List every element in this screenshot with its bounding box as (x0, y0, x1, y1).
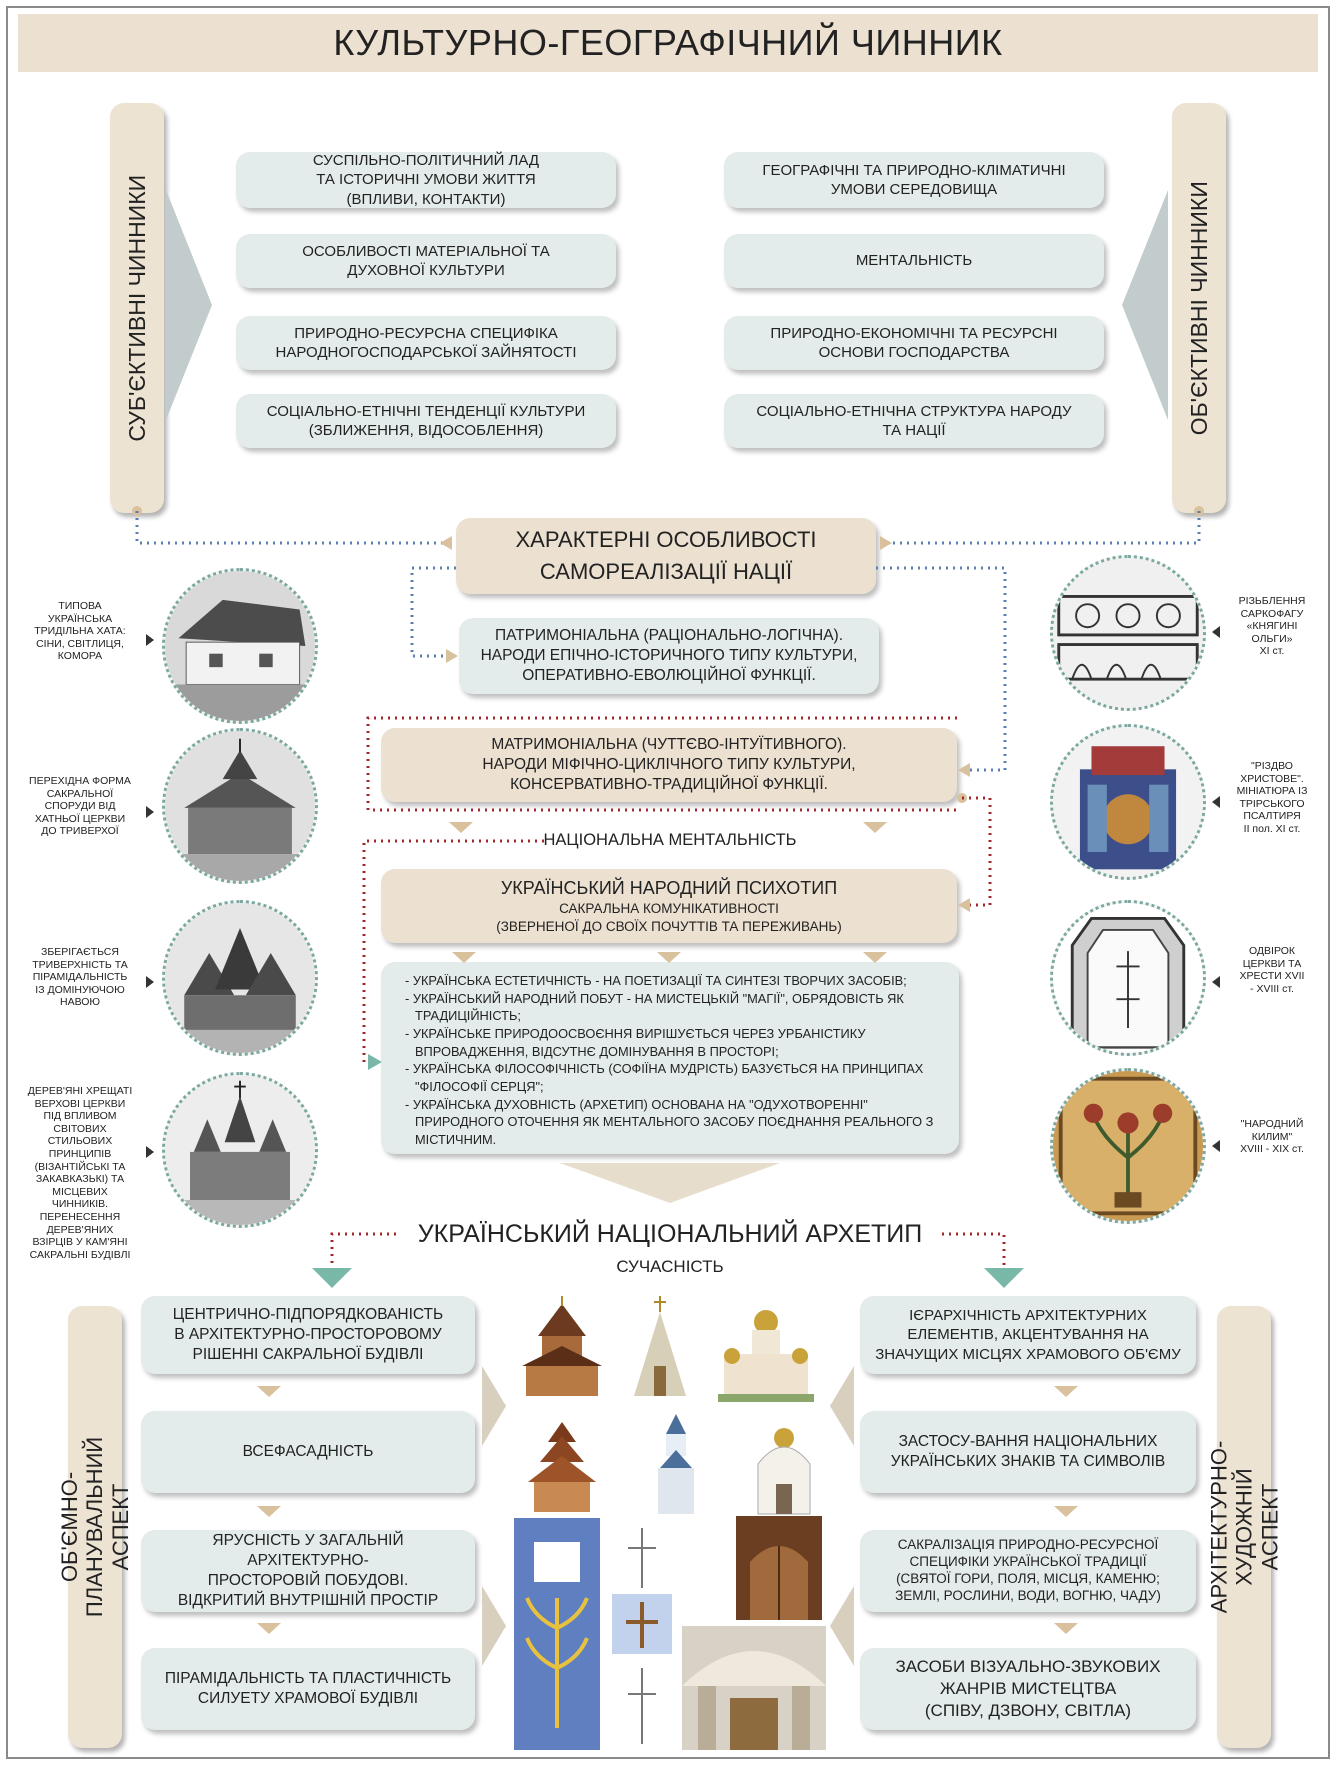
cross-church-image (162, 1072, 318, 1228)
white-chapel-photo (742, 1410, 826, 1518)
modern-chapel-photo (620, 1296, 700, 1402)
objective-factor-3: ПРИРОДНО-ЕКОНОМІЧНІ ТА РЕСУРСНІ ОСНОВИ Г… (724, 316, 1104, 370)
psychotype-title: УКРАЇНСЬКИЙ НАРОДНИЙ ПСИХОТИП (500, 877, 838, 898)
painted-panel-photo (514, 1518, 600, 1750)
matrimonial-box: МАТРИМОНІАЛЬНА (ЧУТТЄВО-ІНТУЇТИВНОГО). Н… (381, 728, 957, 802)
down-arrow-icon (257, 1623, 281, 1634)
patrimonial-box: ПАТРИМОНІАЛЬНА (РАЦІОНАЛЬНО-ЛОГІЧНА). НА… (459, 618, 879, 694)
three-top-church-image (162, 900, 318, 1056)
down-arrow-icon (257, 1506, 281, 1517)
left-aspect-4: ПІРАМІДАЛЬНІСТЬ ТА ПЛАСТИЧНІСТЬ СИЛУЕТУ … (141, 1648, 475, 1730)
church-doors-photo (736, 1516, 822, 1620)
traditional-house-image (162, 568, 318, 724)
church-interior-photo (682, 1626, 826, 1750)
down-arrow-icon (657, 952, 681, 963)
objective-factors-bar: ОБ'ЄКТИВНІ ЧИННИКИ (1172, 103, 1226, 513)
left-aspect-label: ОБ'ЄМНО-ПЛАНУВАЛЬНИЙ АСПЕКТ (57, 1436, 133, 1618)
right-aspect-label: АРХІТЕКТУРНО-ХУДОЖНІЙ АСПЕКТ (1206, 1440, 1282, 1614)
objective-factor-1: ГЕОГРАФІЧНІ ТА ПРИРОДНО-КЛІМАТИЧНІ УМОВИ… (724, 152, 1104, 208)
down-arrow-icon (1054, 1386, 1078, 1397)
psychotype-list: - УКРАЇНСЬКА ЕСТЕТИЧНІСТЬ - НА ПОЕТИЗАЦІ… (381, 962, 959, 1154)
national-mentality-label: НАЦІОНАЛЬНА МЕНТАЛЬНІСТЬ (543, 831, 797, 849)
down-arrow-icon (452, 952, 476, 963)
subjective-factor-2: ОСОБЛИВОСТІ МАТЕРІАЛЬНОЇ ТА ДУХОВНОЇ КУЛ… (236, 234, 616, 288)
down-arrow-icon (449, 822, 473, 833)
down-arrow-icon (257, 1386, 281, 1397)
psychotype-subtitle: САКРАЛЬНА КОМУНІКАТИВНОСТІ (ЗВЕРНЕНОЇ ДО… (496, 901, 842, 934)
right-aspect-bar: АРХІТЕКТУРНО-ХУДОЖНІЙ АСПЕКТ (1206, 1306, 1282, 1748)
cross-sketch-photo (608, 1518, 676, 1750)
right-caption-carpet: "НАРОДНИЙ КИЛИМ" XVIII - XIX ст. (1240, 1118, 1304, 1156)
left-caption-house: ТИПОВА УКРАЇНСЬКА ТРИДІЛЬНА ХАТА: СІНИ, … (34, 600, 126, 663)
right-caption-door-frame: ОДВІРОК ЦЕРКВИ ТА ХРЕСТИ XVII - XVIII ст… (1239, 945, 1305, 995)
list-item: - УКРАЇНСЬКЕ ПРИРОДООСВОЄННЯ ВИРІШУЄТЬСЯ… (405, 1025, 866, 1059)
wooden-church-photo (516, 1296, 608, 1402)
subjective-factors-label: СУБ'ЄКТИВНІ ЧИННИКИ (123, 174, 150, 442)
left-aspect-1: ЦЕНТРИЧНО-ПІДПОРЯДКОВАНІСТЬ В АРХІТЕКТУР… (141, 1296, 475, 1374)
objective-factor-4: СОЦІАЛЬНО-ЕТНІЧНА СТРУКТУРА НАРОДУ ТА НА… (724, 394, 1104, 448)
list-item: - УКРАЇНСЬКИЙ НАРОДНИЙ ПОБУТ - НА МИСТЕЦ… (405, 990, 904, 1024)
right-caption-sarcophagus: РІЗЬБЛЕННЯ САРКОФАГУ «КНЯГИНІ ОЛЬГИ» XI … (1238, 595, 1306, 658)
page-frame (6, 6, 1330, 1759)
national-features-box: ХАРАКТЕРНІ ОСОБЛИВОСТІ САМОРЕАЛІЗАЦІЇ НА… (456, 518, 876, 594)
right-caption-nativity: "РІЗДВО ХРИСТОВЕ". МІНІАТЮРА ІЗ ТРІРСЬКО… (1236, 760, 1308, 835)
domed-church-photo (708, 1296, 824, 1402)
right-aspect-3: САКРАЛІЗАЦІЯ ПРИРОДНО-РЕСУРСНОЇ СПЕЦИФІК… (860, 1530, 1196, 1612)
bell-tower-photo (646, 1410, 706, 1518)
down-arrow-icon (1054, 1506, 1078, 1517)
subjective-factor-4: СОЦІАЛЬНО-ЕТНІЧНІ ТЕНДЕНЦІЇ КУЛЬТУРИ (ЗБ… (236, 394, 616, 448)
folk-carpet-image (1050, 1068, 1206, 1224)
down-arrow-icon (863, 952, 887, 963)
church-door-frame-image (1050, 900, 1206, 1056)
right-aspect-1: ІЄРАРХІЧНІСТЬ АРХІТЕКТУРНИХ ЕЛЕМЕНТІВ, А… (860, 1296, 1196, 1374)
modernity-label: СУЧАСНІСТЬ (616, 1257, 724, 1276)
list-item: - УКРАЇНСЬКА ФІЛОСОФІЧНІСТЬ (СОФІЇНА МУД… (405, 1061, 924, 1094)
objective-factors-label: ОБ'ЄКТИВНІ ЧИННИКИ (1185, 180, 1212, 436)
psychotype-box: УКРАЇНСЬКИЙ НАРОДНИЙ ПСИХОТИП САКРАЛЬНА … (381, 869, 957, 943)
down-arrow-icon (863, 822, 887, 833)
subjective-factors-bar: СУБ'ЄКТИВНІ ЧИННИКИ (110, 103, 164, 513)
subjective-factor-1: СУСПІЛЬНО-ПОЛІТИЧНИЙ ЛАД ТА ІСТОРИЧНІ УМ… (236, 152, 616, 208)
list-item: - УКРАЇНСЬКА ДУХОВНІСТЬ (АРХЕТИП) ОСНОВА… (405, 1096, 934, 1147)
left-aspect-bar: ОБ'ЄМНО-ПЛАНУВАЛЬНИЙ АСПЕКТ (57, 1306, 133, 1748)
transitional-church-image (162, 728, 318, 884)
nativity-miniature-image (1050, 724, 1206, 880)
national-archetype-label: УКРАЇНСЬКИЙ НАЦІОНАЛЬНИЙ АРХЕТИП (417, 1220, 923, 1248)
down-arrow-icon (1054, 1623, 1078, 1634)
left-aspect-2: ВСЕФАСАДНІСТЬ (141, 1411, 475, 1493)
left-caption-three-top-church: ЗБЕРІГАЄТЬСЯ ТРИВЕРХНІСТЬ ТА ПІРАМІДАЛЬН… (32, 946, 128, 1009)
sarcophagus-carving-image (1050, 555, 1206, 711)
objective-factor-2: МЕНТАЛЬНІСТЬ (724, 234, 1104, 288)
subjective-factor-3: ПРИРОДНО-РЕСУРСНА СПЕЦИФІКА НАРОДНОГОСПО… (236, 316, 616, 370)
right-aspect-2: ЗАСТОСУ-ВАННЯ НАЦІОНАЛЬНИХ УКРАЇНСЬКИХ З… (860, 1411, 1196, 1493)
right-aspect-4: ЗАСОБИ ВІЗУАЛЬНО-ЗВУКОВИХ ЖАНРІВ МИСТЕЦТ… (860, 1648, 1196, 1730)
tiered-wooden-church-photo (512, 1416, 612, 1516)
page-title: КУЛЬТУРНО-ГЕОГРАФІЧНИЙ ЧИННИК (18, 14, 1318, 72)
left-caption-transitional-church: ПЕРЕХІДНА ФОРМА САКРАЛЬНОЇ СПОРУДИ ВІД Х… (29, 775, 131, 838)
list-item: - УКРАЇНСЬКА ЕСТЕТИЧНІСТЬ - НА ПОЕТИЗАЦІ… (405, 973, 907, 988)
left-aspect-3: ЯРУСНІСТЬ У ЗАГАЛЬНІЙ АРХІТЕКТУРНО- ПРОС… (141, 1530, 475, 1612)
left-caption-cross-church: ДЕРЕВ'ЯНІ ХРЕЩАТІ ВЕРХОВІ ЦЕРКВИ ПІД ВПЛ… (27, 1085, 133, 1261)
